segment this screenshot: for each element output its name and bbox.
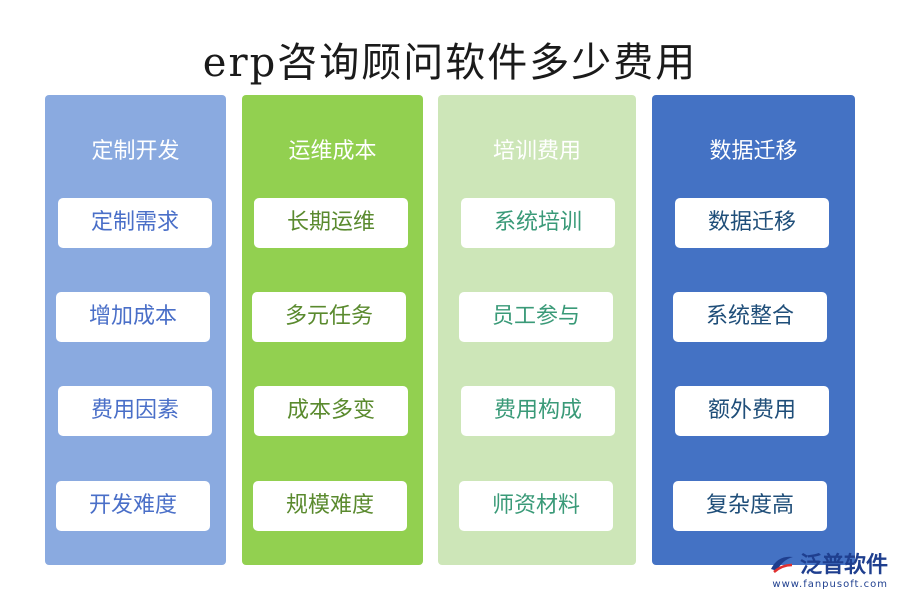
column-heading: 数据迁移 <box>709 139 798 164</box>
card-item: 额外费用 <box>675 386 829 436</box>
column-heading: 运维成本 <box>288 139 377 164</box>
card-item: 开发难度 <box>56 481 210 531</box>
card-item: 长期运维 <box>254 198 408 248</box>
card-item: 数据迁移 <box>675 198 829 248</box>
logo-name: 泛普软件 <box>799 553 888 578</box>
column-data-migration: 数据迁移 数据迁移 系统整合 额外费用 复杂度高 <box>652 95 855 565</box>
card-item: 系统整合 <box>673 292 827 342</box>
card-item: 系统培训 <box>461 198 615 248</box>
column-heading: 定制开发 <box>91 139 180 164</box>
column-custom-development: 定制开发 定制需求 增加成本 费用因素 开发难度 <box>45 95 226 565</box>
card-item: 多元任务 <box>252 292 406 342</box>
card-item: 费用构成 <box>461 386 615 436</box>
page-title: erp咨询顾问软件多少费用 <box>202 40 698 86</box>
fanpu-logo-icon <box>768 551 796 581</box>
column-maintenance-cost: 运维成本 长期运维 多元任务 成本多变 规模难度 <box>242 95 423 565</box>
card-item: 员工参与 <box>459 292 613 342</box>
card-item: 师资材料 <box>459 481 613 531</box>
card-item: 增加成本 <box>56 292 210 342</box>
card-item: 复杂度高 <box>673 481 827 531</box>
logo-url: www.fanpusoft.com <box>772 579 888 590</box>
card-item: 定制需求 <box>58 198 212 248</box>
column-training-cost: 培训费用 系统培训 员工参与 费用构成 师资材料 <box>438 95 636 565</box>
column-heading: 培训费用 <box>492 139 581 164</box>
brand-logo: 泛普软件 www.fanpusoft.com <box>768 547 888 590</box>
card-item: 规模难度 <box>253 481 407 531</box>
card-item: 成本多变 <box>254 386 408 436</box>
card-item: 费用因素 <box>58 386 212 436</box>
